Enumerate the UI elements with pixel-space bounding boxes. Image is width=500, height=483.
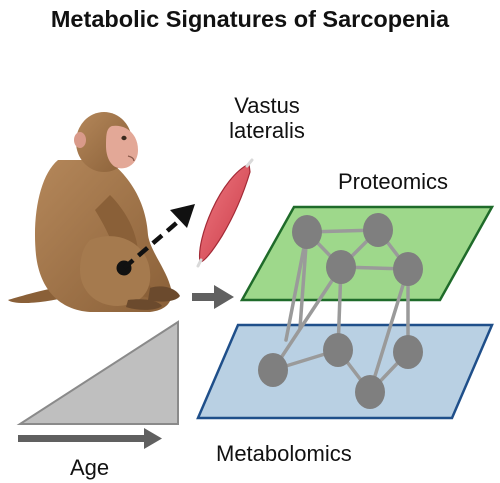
network-node: [363, 213, 393, 247]
age-label: Age: [70, 455, 110, 480]
right-arrow-icon: [192, 285, 234, 309]
vastus-label-line2: lateralis: [229, 117, 305, 143]
dashed-arrow-icon: [122, 204, 195, 270]
monkey-illustration: [8, 112, 180, 312]
age-triangle-icon: [16, 320, 179, 425]
vastus-label-line1: Vastus: [234, 93, 300, 118]
age-arrow-icon: [18, 428, 162, 449]
proteomics-nodes: [292, 213, 423, 286]
network-node: [355, 375, 385, 409]
network-node: [393, 252, 423, 286]
vastus-lateralis-label: Vastus lateralis: [226, 93, 308, 143]
network-node: [393, 335, 423, 369]
proteomics-label: Proteomics: [338, 169, 449, 194]
network-node: [258, 353, 288, 387]
figure-title: Metabolic Signatures of Sarcopenia: [50, 6, 450, 32]
metabolomics-nodes: [258, 333, 423, 409]
metabolomics-label: Metabolomics: [216, 441, 352, 466]
network-node: [326, 250, 356, 284]
network-node: [292, 215, 322, 249]
network-node: [323, 333, 353, 367]
muscle-icon: [196, 158, 254, 268]
